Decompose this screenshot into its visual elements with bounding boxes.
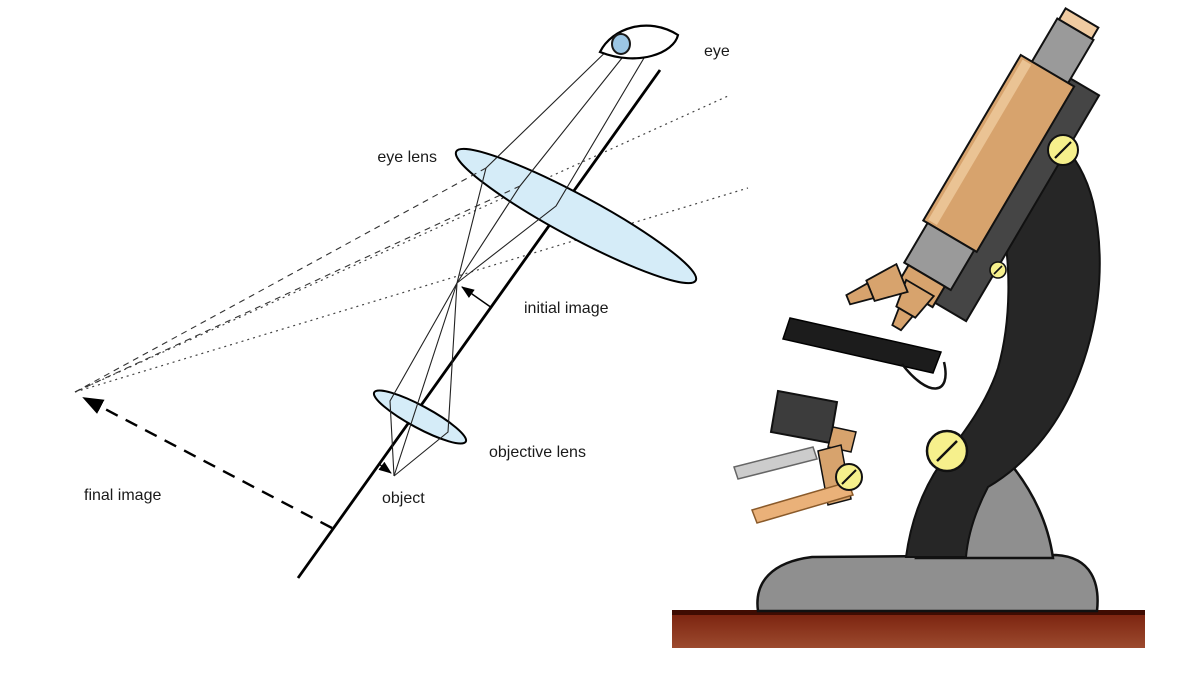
label-initial-image: initial image <box>524 300 609 317</box>
objective-lens-b <box>845 262 909 306</box>
dashed-projection-2 <box>74 185 521 393</box>
object-marker <box>378 461 392 474</box>
stage <box>782 317 943 374</box>
label-objective-lens: objective lens <box>489 444 586 461</box>
objective-b-tip <box>845 282 875 306</box>
collar-screw <box>989 261 1007 279</box>
optical-axis-line <box>296 69 662 579</box>
mirror-arm <box>733 446 818 480</box>
label-eye-lens: eye lens <box>377 149 437 166</box>
objective-b-body <box>865 262 909 303</box>
initial-image-arrow <box>461 286 493 309</box>
microscope-base <box>756 553 1099 613</box>
label-object: object <box>382 490 425 507</box>
stage-clip-wire <box>901 361 947 390</box>
dashed-projection-1 <box>74 167 487 393</box>
eye-lens-ellipse <box>454 147 698 285</box>
final-image-arrow <box>82 396 333 530</box>
fine-adjust-slot <box>841 469 857 485</box>
dotted-ray-lower <box>74 187 749 393</box>
floor-edge <box>672 610 1145 615</box>
ray-object-central <box>393 282 458 477</box>
ray-eyelens-3 <box>456 57 645 284</box>
inclination-joint-knob <box>925 429 969 473</box>
body-tube-assembly <box>895 6 1101 323</box>
fine-adjust-knob <box>835 463 863 491</box>
objective-lens-ellipse <box>372 389 468 445</box>
tube-screw-slot <box>1054 141 1072 159</box>
ray-object-upper <box>389 282 458 477</box>
microscope-illustration <box>672 6 1145 648</box>
eye-drawing <box>598 24 680 60</box>
substage-fitting <box>827 426 857 453</box>
body-tube-highlight <box>928 59 1032 225</box>
ray-object-lower <box>393 282 458 477</box>
objective-a-tip <box>891 306 915 332</box>
tube-screw <box>1047 134 1079 166</box>
label-eye: eye <box>704 43 730 60</box>
eye-iris <box>611 33 631 55</box>
mirror-slat <box>751 481 854 524</box>
substage-box <box>769 389 839 445</box>
label-final-image: final image <box>84 487 161 504</box>
ray-diagram: eye eye lens initial image objective len… <box>74 24 749 579</box>
inclination-joint-slot <box>936 440 958 462</box>
collar-screw-slot <box>993 265 1003 275</box>
floor-surface <box>672 614 1145 648</box>
